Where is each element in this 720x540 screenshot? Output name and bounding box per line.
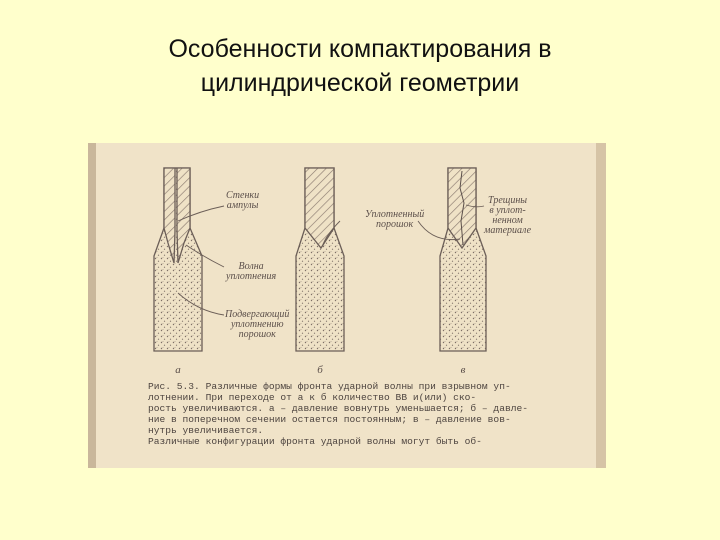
label-ampoule-walls: Стенки ампулы — [226, 191, 259, 211]
label-compaction-wave-line-2: уплотнения — [226, 271, 277, 282]
label-cracks-line-2: в уплот- — [489, 205, 526, 216]
label-cracks-line-3: ненном — [492, 215, 523, 226]
panel-a-tube — [153, 167, 203, 352]
caption-line-2: лотнении. При переходе от а к б количест… — [148, 391, 477, 403]
label-compacted-powder: Уплотненный порошок — [365, 210, 424, 230]
label-compacted-powder-line-2: порошок — [376, 219, 414, 230]
caption-line-6: Различные конфигурации фронта ударной во… — [148, 435, 482, 447]
label-cracks-line-1: Трещины — [488, 195, 528, 206]
scan-right-edge — [596, 143, 606, 468]
slide-title-line-1: Особенности компактирования в — [168, 35, 552, 63]
caption-line-3: рость увеличиваются. а – давление вовнут… — [148, 402, 528, 414]
label-uncompacted-powder-line-2: уплотнению — [230, 319, 284, 330]
caption-line-4: ние в поперечном сечении остается постоя… — [148, 413, 511, 425]
caption-line-1: Рис. 5.3. Различные формы фронта ударной… — [148, 381, 511, 392]
panel-b-letter: б — [317, 364, 323, 376]
label-compacted-powder-line-1: Уплотненный — [365, 209, 425, 220]
caption-line-5: нутрь увеличивается. — [148, 424, 264, 436]
compaction-figure: а б в — [153, 167, 487, 376]
slide-title: Особенности компактирования в цилиндриче… — [0, 32, 720, 100]
scan-left-edge — [88, 143, 96, 468]
label-uncompacted-powder-line-3: порошок — [238, 329, 276, 340]
label-compaction-wave-line-1: Волна — [238, 261, 264, 272]
label-cracks: Трещины в уплот- ненном материале — [484, 196, 531, 236]
panel-a-letter: а — [175, 364, 181, 376]
label-ampoule-walls-line-2: ампулы — [226, 200, 259, 211]
panel-c-letter: в — [461, 364, 466, 376]
panel-c-tube — [439, 167, 487, 352]
label-ampoule-walls-line-1: Стенки — [226, 190, 260, 201]
label-uncompacted-powder-line-1: Подвергающий — [225, 309, 290, 320]
panel-b-tube — [295, 167, 345, 352]
label-uncompacted-powder: Подвергающий уплотнению порошок — [225, 310, 289, 340]
label-compaction-wave: Волна уплотнения — [226, 262, 276, 282]
slide-title-line-2: цилиндрической геометрии — [200, 69, 520, 97]
leader-lines — [177, 204, 485, 316]
figure-caption: Рис. 5.3. Различные формы фронта ударной… — [148, 381, 588, 447]
label-cracks-line-4: материале — [484, 225, 532, 236]
